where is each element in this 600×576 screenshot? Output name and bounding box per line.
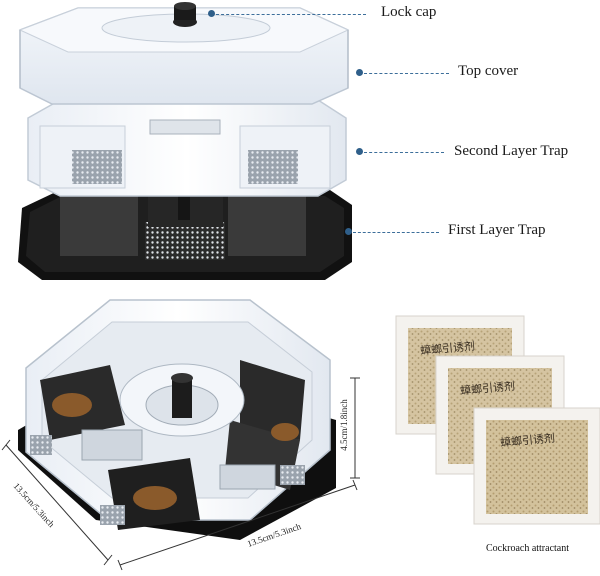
lock-cap-dot [208,10,215,17]
first-layer-label: First Layer Trap [448,222,546,238]
lock-cap-leader [216,14,366,15]
first-layer-dot [345,228,352,235]
top-cover-dot [356,69,363,76]
height-dimension: 4.5cm/1.8inch [338,399,349,451]
first-layer-leader [353,232,439,233]
attractant-packets [395,315,600,525]
second-layer-dot [356,148,363,155]
attractant-caption: Cockroach attractant [486,543,570,554]
second-layer-leader [364,152,444,153]
lock-cap-graphic [173,2,197,27]
top-cover-label: Top cover [458,63,519,79]
assembled-trap-graphic [18,299,336,540]
second-layer-trap-graphic [27,99,347,197]
dimension-lines [1,377,360,571]
top-cover-graphic [18,7,350,105]
top-cover-leader [364,73,449,74]
second-layer-label: Second Layer Trap [454,143,569,159]
lock-cap-label: Lock cap [381,4,437,20]
